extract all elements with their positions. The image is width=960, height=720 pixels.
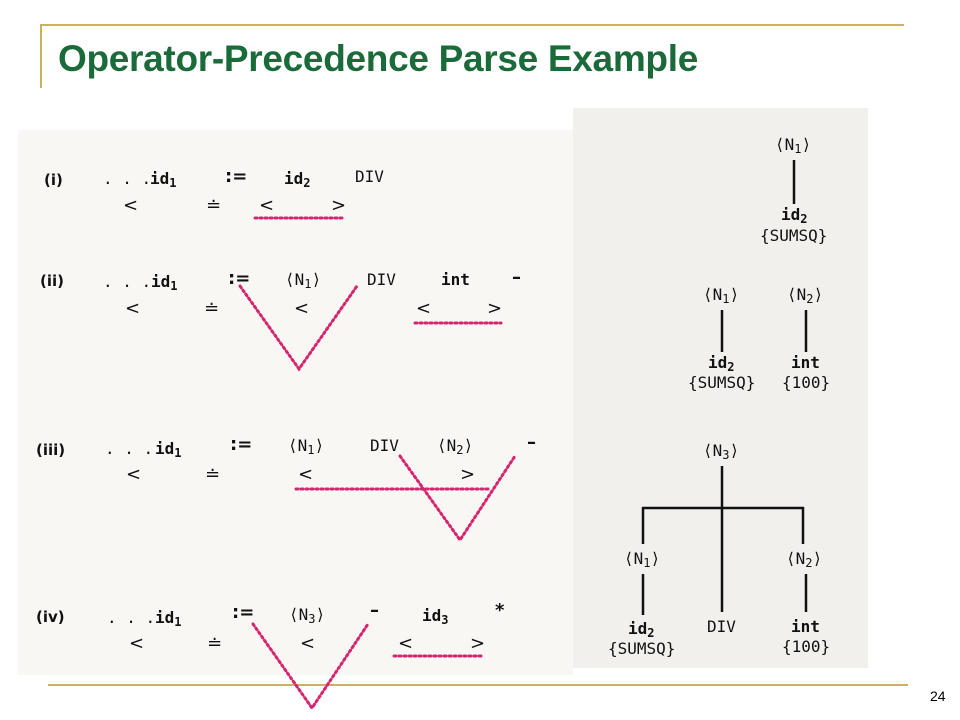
tree3-left-value: {SUMSQ} [608, 639, 676, 658]
relation-less: < [398, 633, 414, 654]
token-div: DIV [367, 270, 396, 289]
token-dots: . . . [107, 608, 156, 627]
scanned-figure-steps [18, 130, 573, 675]
bottom-rule [48, 684, 908, 686]
relation-less: < [123, 195, 139, 216]
token-n1: ⟨N1⟩ [285, 270, 322, 291]
token-id1: id1 [155, 608, 182, 629]
relation-greater: > [460, 464, 476, 485]
relation-greater: > [470, 633, 486, 654]
relation-greater: > [331, 195, 347, 216]
left-rule [40, 24, 42, 88]
token-dots: . . . [105, 439, 154, 458]
step-label: (iv) [36, 608, 65, 626]
step-label: (iii) [36, 441, 66, 459]
token-id2: id2 [284, 169, 311, 190]
token-dots: . . . [103, 169, 152, 188]
top-rule [40, 24, 904, 26]
tree2-right-value: {100} [782, 373, 831, 392]
token-int: int [441, 270, 470, 289]
relation-less: < [129, 633, 145, 654]
token-n2: ⟨N2⟩ [437, 436, 474, 457]
tree2-left-leaf: id2 [708, 353, 735, 374]
tree1-value: {SUMSQ} [760, 226, 828, 245]
slide-title: Operator-Precedence Parse Example [58, 38, 698, 79]
tree2-right-leaf: int [791, 353, 820, 372]
tree2-right-root: ⟨N2⟩ [787, 285, 824, 306]
token-minus: – [512, 267, 521, 288]
scanned-figure-trees [573, 108, 868, 668]
token-n3: ⟨N3⟩ [289, 605, 326, 626]
tree2-left-root: ⟨N1⟩ [703, 285, 740, 306]
token-id1: id1 [155, 439, 182, 460]
tree3-root: ⟨N3⟩ [703, 441, 740, 462]
token-div: DIV [370, 436, 399, 455]
step-label: (i) [44, 171, 63, 189]
tree3-right-node: ⟨N2⟩ [786, 549, 823, 570]
relation-equal: ≐ [206, 195, 222, 216]
token-dots: . . . [103, 272, 152, 291]
reduce-check-mark [238, 284, 359, 372]
token-id1: id1 [150, 169, 177, 190]
tree3-right-value: {100} [782, 637, 831, 656]
relation-equal: ≐ [204, 298, 220, 319]
token-assign: := [228, 268, 251, 289]
token-minus: – [527, 432, 536, 453]
token-assign: := [225, 166, 248, 187]
token-minus: – [370, 600, 379, 621]
token-assign: := [232, 602, 255, 623]
token-n1: ⟨N1⟩ [288, 436, 325, 457]
relation-less: < [416, 298, 432, 319]
tree3-right-leaf: int [791, 617, 820, 636]
relation-greater: > [487, 298, 503, 319]
tree1-root: ⟨N1⟩ [775, 135, 812, 156]
step-label: (ii) [40, 272, 64, 290]
reduce-check-mark [251, 622, 370, 711]
relation-less: < [126, 464, 142, 485]
tree1-leaf: id2 [781, 205, 808, 226]
token-id1: id1 [151, 272, 178, 293]
token-div: DIV [355, 167, 384, 186]
relation-less: < [125, 298, 141, 319]
tree3-left-node: ⟨N1⟩ [624, 549, 661, 570]
token-id3: id3 [422, 606, 449, 627]
relation-less: < [298, 464, 314, 485]
relation-less: < [259, 195, 275, 216]
relation-less: < [300, 633, 316, 654]
tree2-left-value: {SUMSQ} [688, 373, 756, 392]
relation-less: < [294, 298, 310, 319]
token-star: * [495, 600, 505, 621]
reduce-check-mark [398, 454, 517, 543]
tree3-left-leaf: id2 [628, 619, 655, 640]
token-assign: := [230, 434, 253, 455]
page-number: 24 [930, 688, 946, 704]
tree3-middle-node: DIV [707, 617, 736, 636]
relation-equal: ≐ [207, 633, 223, 654]
relation-equal: ≐ [205, 464, 221, 485]
